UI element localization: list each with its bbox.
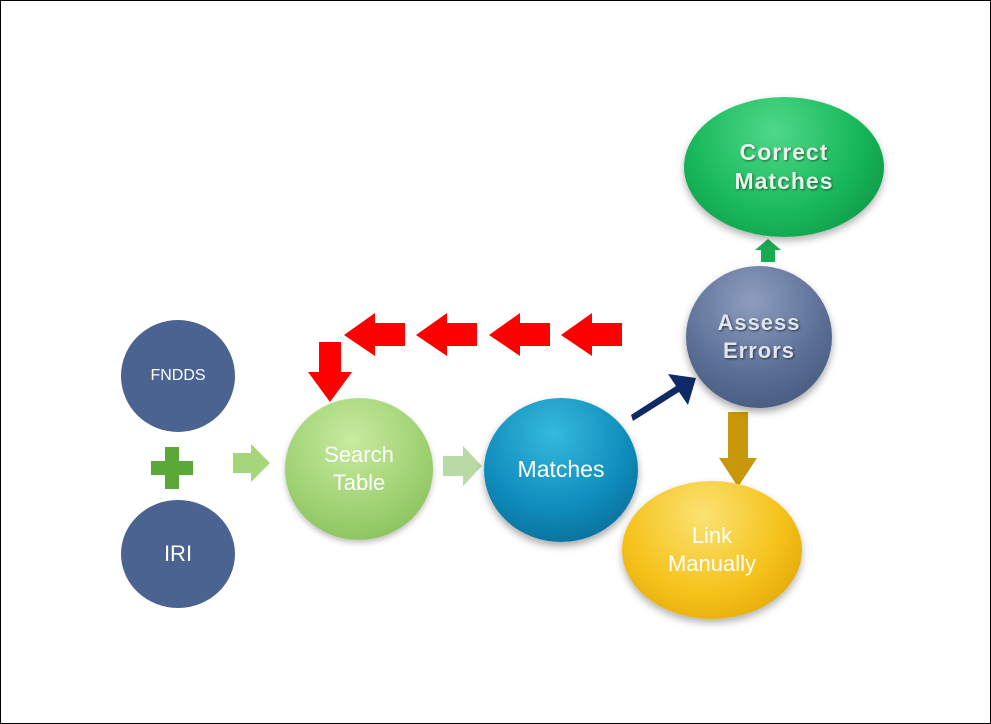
- node-assess-errors-line2: Errors: [722, 338, 796, 363]
- arrow-matches-to-assess: [631, 374, 696, 421]
- node-assess-errors-line1: Assess: [717, 309, 801, 335]
- red-arrow-left-1: [561, 313, 622, 356]
- node-correct-matches: Correct Matches: [684, 97, 884, 237]
- red-arrow-left-4: [344, 313, 405, 356]
- node-iri: IRI: [121, 500, 235, 608]
- node-fndds-label: FNDDS: [150, 366, 206, 384]
- node-search-table: Search Table: [285, 398, 433, 540]
- plus-icon: [151, 447, 193, 489]
- arrow-assess-to-link: [719, 412, 757, 487]
- red-arrow-left-3: [416, 313, 477, 356]
- node-correct-matches-line2: Matches: [734, 168, 834, 194]
- red-arrow-down: [308, 342, 352, 402]
- node-link-manually: Link Manually: [622, 481, 802, 619]
- node-matches: Matches: [484, 398, 638, 542]
- node-link-manually-line1: Link: [691, 522, 733, 548]
- node-fndds: FNDDS: [121, 320, 235, 432]
- node-correct-matches-line1: Correct: [739, 138, 829, 165]
- node-iri-label: IRI: [163, 540, 193, 566]
- arrow-into-search-table: [233, 444, 270, 482]
- node-link-manually-line2: Manually: [667, 551, 757, 576]
- node-search-table-line2: Table: [332, 470, 386, 495]
- arrow-assess-to-correct: [755, 239, 781, 262]
- arrow-search-to-matches: [443, 446, 482, 486]
- red-arrow-left-2: [489, 313, 550, 356]
- node-matches-label: Matches: [517, 456, 605, 483]
- node-search-table-line1: Search: [324, 441, 394, 467]
- node-assess-errors: Assess Errors: [686, 266, 832, 408]
